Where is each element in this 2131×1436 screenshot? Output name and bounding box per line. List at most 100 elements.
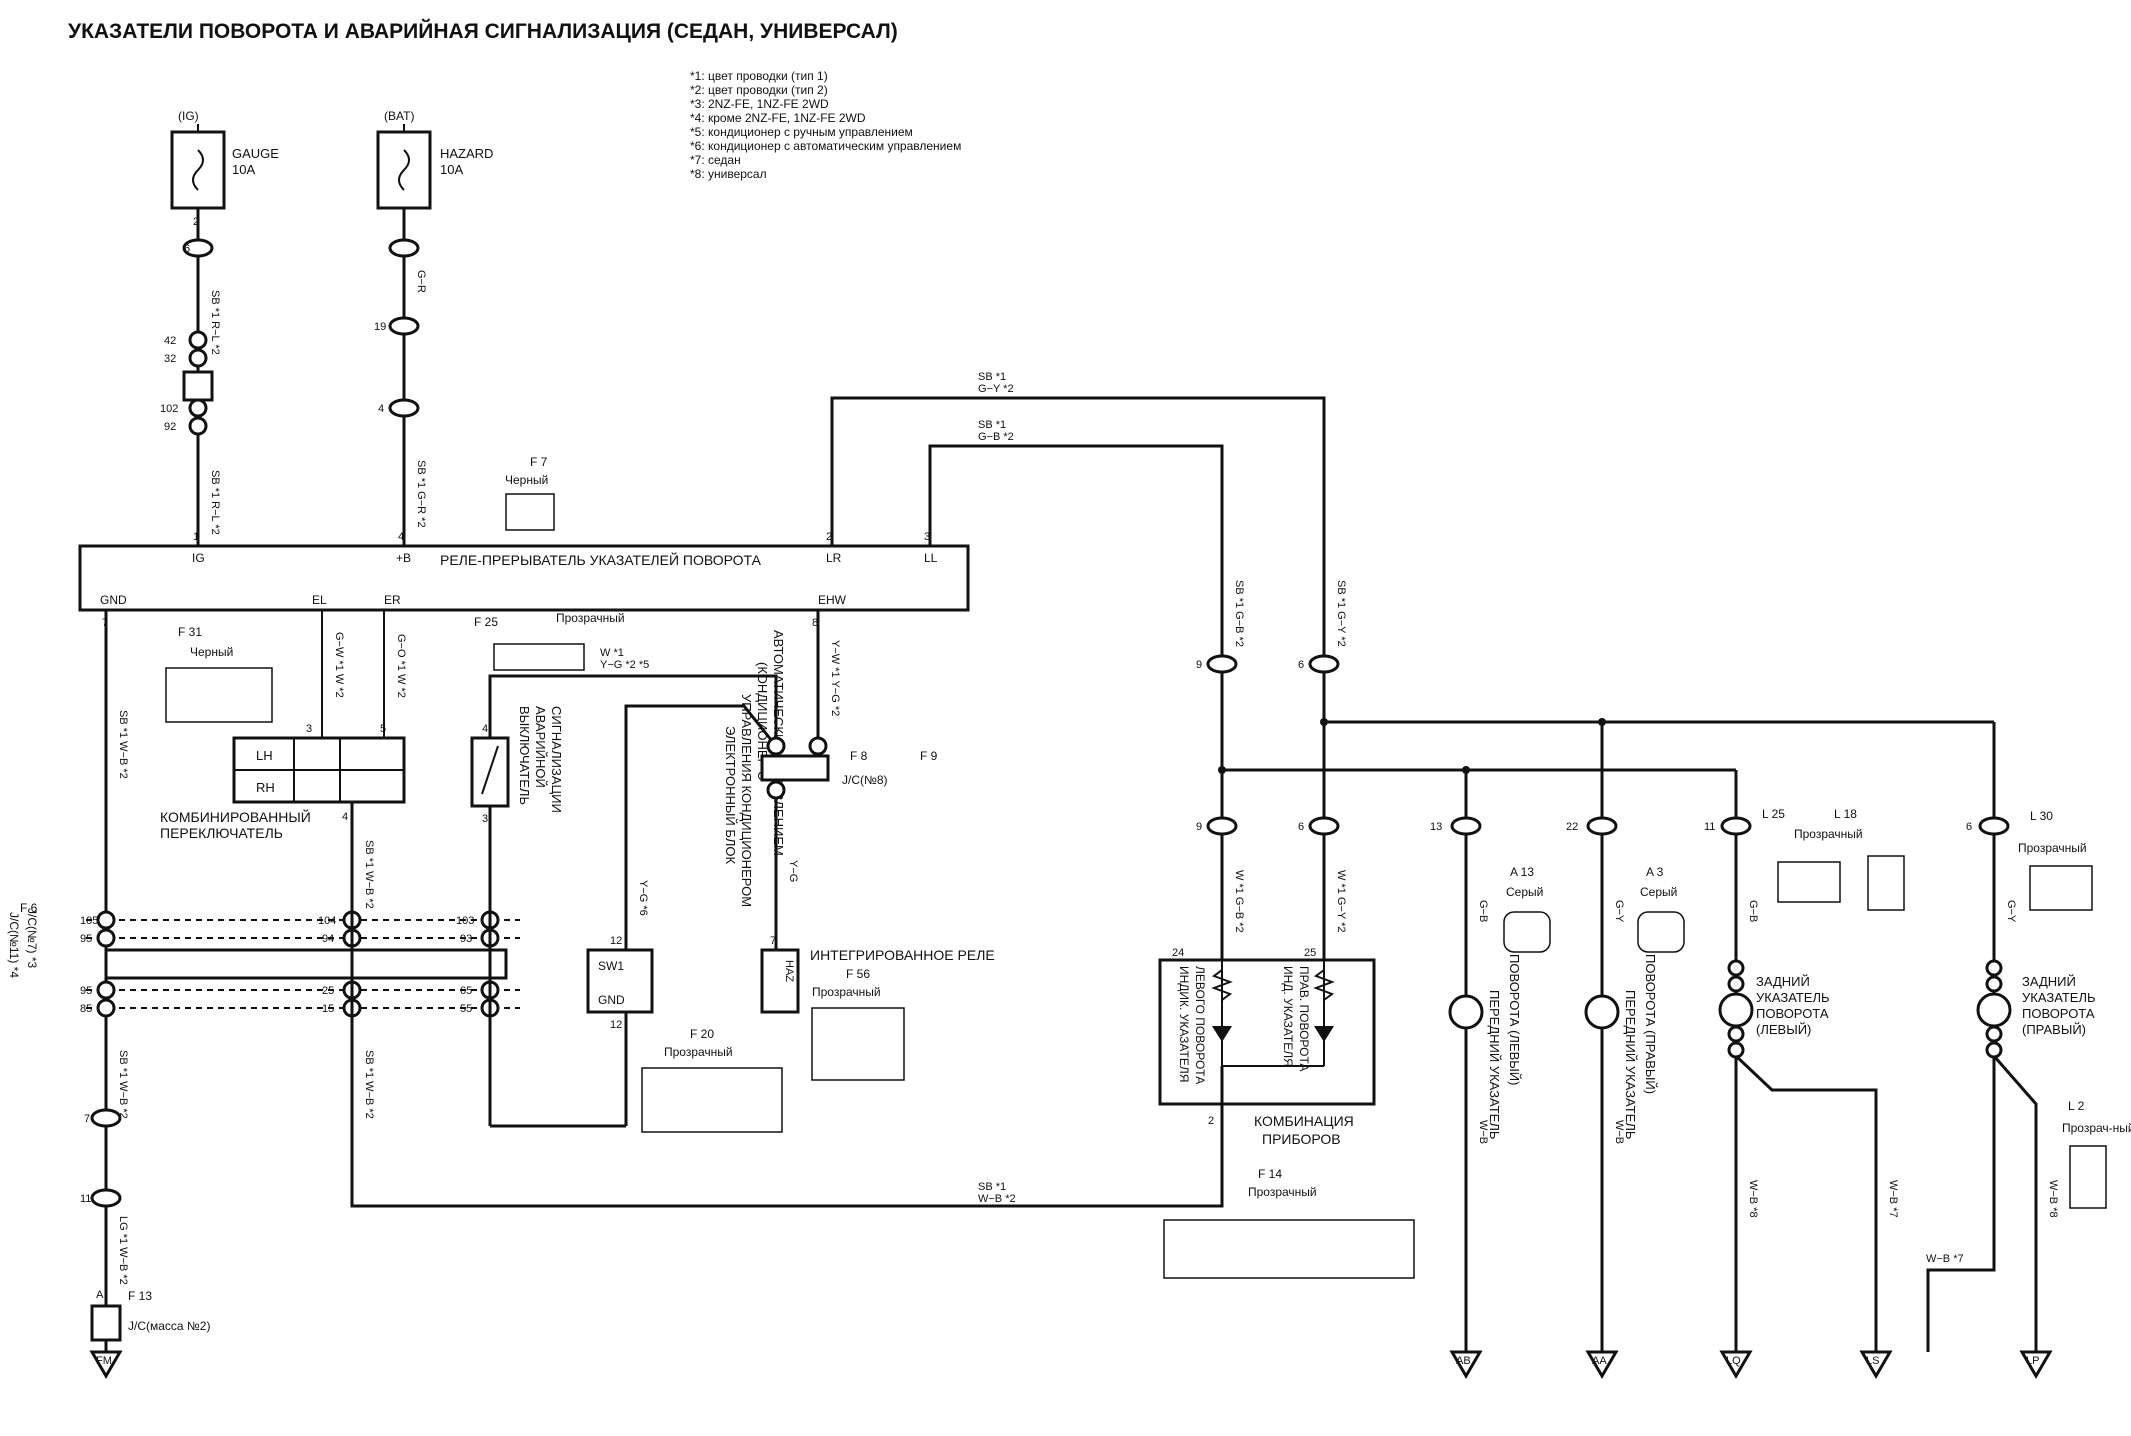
svg-text:Черный: Черный [505, 473, 548, 487]
svg-text:42: 42 [164, 335, 176, 347]
svg-text:7: 7 [102, 617, 108, 629]
svg-text:G−B: G−B [1747, 900, 1759, 922]
svg-text:24: 24 [1172, 947, 1184, 959]
svg-text:G−Y: G−Y [1613, 900, 1625, 923]
svg-text:КОМБИНИРОВАННЫЙ: КОМБИНИРОВАННЫЙ [160, 808, 311, 825]
svg-text:10A: 10A [440, 162, 463, 177]
note-3: *3: 2NZ-FE, 1NZ-FE 2WD [690, 97, 829, 111]
svg-text:F 9: F 9 [920, 749, 938, 763]
svg-text:SB *1 R−L *2: SB *1 R−L *2 [209, 290, 221, 355]
instrument-cluster: 24 25 2 ИНДИК. УКАЗАТЕЛЯ ЛЕВОГО ПОВОРОТА… [1158, 947, 1415, 1279]
svg-text:Серый: Серый [1640, 885, 1677, 899]
svg-text:SB *1 W−B *2: SB *1 W−B *2 [117, 1050, 129, 1119]
svg-text:3: 3 [924, 531, 930, 543]
svg-text:УКАЗАТЕЛЬ: УКАЗАТЕЛЬ [2022, 990, 2096, 1005]
svg-text:Прозрачный: Прозрачный [1794, 827, 1863, 841]
svg-text:A: A [96, 1289, 104, 1301]
svg-text:SB *1 W−B *2: SB *1 W−B *2 [363, 840, 375, 909]
svg-text:LQ: LQ [1726, 1355, 1741, 1367]
svg-text:ЗАДНИЙ: ЗАДНИЙ [1756, 974, 1810, 989]
svg-text:Y−G *2 *5: Y−G *2 *5 [600, 659, 649, 671]
svg-text:4: 4 [482, 723, 488, 735]
svg-text:G−Y *2: G−Y *2 [978, 383, 1014, 395]
svg-text:Y−G: Y−G [787, 860, 799, 882]
note-2: *2: цвет проводки (тип 2) [690, 83, 828, 97]
svg-text:6: 6 [184, 243, 190, 255]
svg-text:55: 55 [460, 1003, 472, 1015]
svg-text:L 30: L 30 [2030, 809, 2053, 823]
svg-text:G−B *2: G−B *2 [978, 431, 1014, 443]
svg-text:ПОВОРОТА (ЛЕВЫЙ): ПОВОРОТА (ЛЕВЫЙ) [1507, 954, 1522, 1085]
svg-text:104: 104 [318, 915, 336, 927]
svg-text:92: 92 [164, 421, 176, 433]
jc8-connector: Y−W *1 Y−G *2 8 F 8 F 9 J/C(№8) Y−G [760, 610, 938, 950]
note-4: *4: кроме 2NZ-FE, 1NZ-FE 2WD [690, 111, 866, 125]
svg-text:SB *1 G−Y *2: SB *1 G−Y *2 [1335, 580, 1347, 647]
svg-text:3: 3 [482, 813, 488, 825]
svg-text:LH: LH [256, 748, 273, 763]
svg-text:ПЕРЕКЛЮЧАТЕЛЬ: ПЕРЕКЛЮЧАТЕЛЬ [160, 825, 283, 841]
svg-text:AB: AB [1456, 1355, 1471, 1367]
svg-text:(КОНДИЦИОНЕР С: (КОНДИЦИОНЕР С [755, 662, 770, 780]
svg-text:Прозрач-ный: Прозрач-ный [2062, 1121, 2131, 1135]
footnotes: *1: цвет проводки (тип 1) *2: цвет прово… [690, 69, 961, 181]
svg-text:SB *1 W−B *2: SB *1 W−B *2 [117, 710, 129, 779]
svg-text:Черный: Черный [190, 645, 233, 659]
svg-text:Серый: Серый [1506, 885, 1543, 899]
svg-text:G−B: G−B [1477, 900, 1489, 922]
svg-text:2: 2 [826, 531, 832, 543]
svg-text:Y−G *6: Y−G *6 [637, 880, 649, 916]
svg-text:G−O *1 W *2: G−O *1 W *2 [395, 634, 407, 698]
svg-text:SB *1 R−L *2: SB *1 R−L *2 [209, 470, 221, 535]
svg-text:Прозрачный: Прозрачный [812, 985, 881, 999]
combination-switch: G−W *1 W *2 G−O *1 W *2 LH RH КОМБИНИРОВ… [160, 610, 407, 1119]
svg-text:5: 5 [380, 723, 386, 735]
svg-text:102: 102 [160, 403, 178, 415]
svg-text:GAUGE: GAUGE [232, 146, 279, 161]
svg-text:A 13: A 13 [1510, 865, 1534, 879]
svg-text:SW1: SW1 [598, 959, 624, 973]
svg-text:F 8: F 8 [850, 749, 868, 763]
flasher-relay: РЕЛЕ-ПРЕРЫВАТЕЛЬ УКАЗАТЕЛЕЙ ПОВОРОТА IG … [78, 544, 970, 612]
svg-text:93: 93 [460, 933, 472, 945]
svg-text:32: 32 [164, 353, 176, 365]
svg-text:9: 9 [1196, 659, 1202, 671]
svg-text:J/C(№8): J/C(№8) [842, 773, 888, 787]
svg-text:GND: GND [598, 993, 625, 1007]
fuse-hazard: (BAT) HAZARD 10A [376, 109, 493, 210]
svg-text:ИНД. УКАЗАТЕЛЯ: ИНД. УКАЗАТЕЛЯ [1281, 966, 1295, 1067]
svg-text:L 2: L 2 [2068, 1099, 2085, 1113]
svg-text:95: 95 [80, 985, 92, 997]
svg-text:W−B *2: W−B *2 [978, 1193, 1016, 1205]
svg-text:12: 12 [610, 935, 622, 947]
svg-text:ER: ER [384, 593, 401, 607]
svg-text:Прозрачный: Прозрачный [2018, 841, 2087, 855]
svg-text:94: 94 [322, 933, 334, 945]
hazard-switch: 4 3 ВЫКЛЮЧАТЕЛЬ АВАРИЙНОЙ СИГНАЛИЗАЦИИ F… [470, 611, 778, 1128]
svg-text:АВАРИЙНОЙ: АВАРИЙНОЙ [533, 706, 548, 788]
svg-text:Прозрачный: Прозрачный [556, 611, 625, 625]
svg-text:СИГНАЛИЗАЦИИ: СИГНАЛИЗАЦИИ [549, 706, 564, 813]
svg-text:LG *1 W−B *2: LG *1 W−B *2 [117, 1216, 129, 1285]
page-title: УКАЗАТЕЛИ ПОВОРОТА И АВАРИЙНАЯ СИГНАЛИЗА… [68, 19, 898, 43]
svg-text:W−B: W−B [1613, 1120, 1625, 1144]
svg-text:(BAT): (BAT) [384, 109, 414, 123]
svg-text:10A: 10A [232, 162, 255, 177]
svg-text:EL: EL [312, 593, 327, 607]
svg-text:SB *1: SB *1 [978, 371, 1006, 383]
svg-text:ВЫКЛЮЧАТЕЛЬ: ВЫКЛЮЧАТЕЛЬ [517, 706, 532, 805]
svg-text:W *1: W *1 [600, 647, 624, 659]
note-5: *5: кондиционер с ручным управлением [690, 125, 913, 139]
svg-text:103: 103 [456, 915, 474, 927]
note-7: *7: седан [690, 153, 741, 167]
svg-text:ПЕРЕДНИЙ УКАЗАТЕЛЬ: ПЕРЕДНИЙ УКАЗАТЕЛЬ [1487, 990, 1502, 1139]
svg-text:ЗАДНИЙ: ЗАДНИЙ [2022, 974, 2076, 989]
svg-text:FM: FM [96, 1355, 112, 1367]
svg-text:ПОВОРОТА: ПОВОРОТА [1756, 1006, 1829, 1021]
svg-text:F 31: F 31 [178, 625, 202, 639]
svg-text:(ПРАВЫЙ): (ПРАВЫЙ) [2022, 1022, 2086, 1037]
svg-text:105: 105 [80, 915, 98, 927]
fuse-gauge: (IG) GAUGE 10A [170, 109, 279, 210]
svg-text:Прозрачный: Прозрачный [1248, 1185, 1317, 1199]
